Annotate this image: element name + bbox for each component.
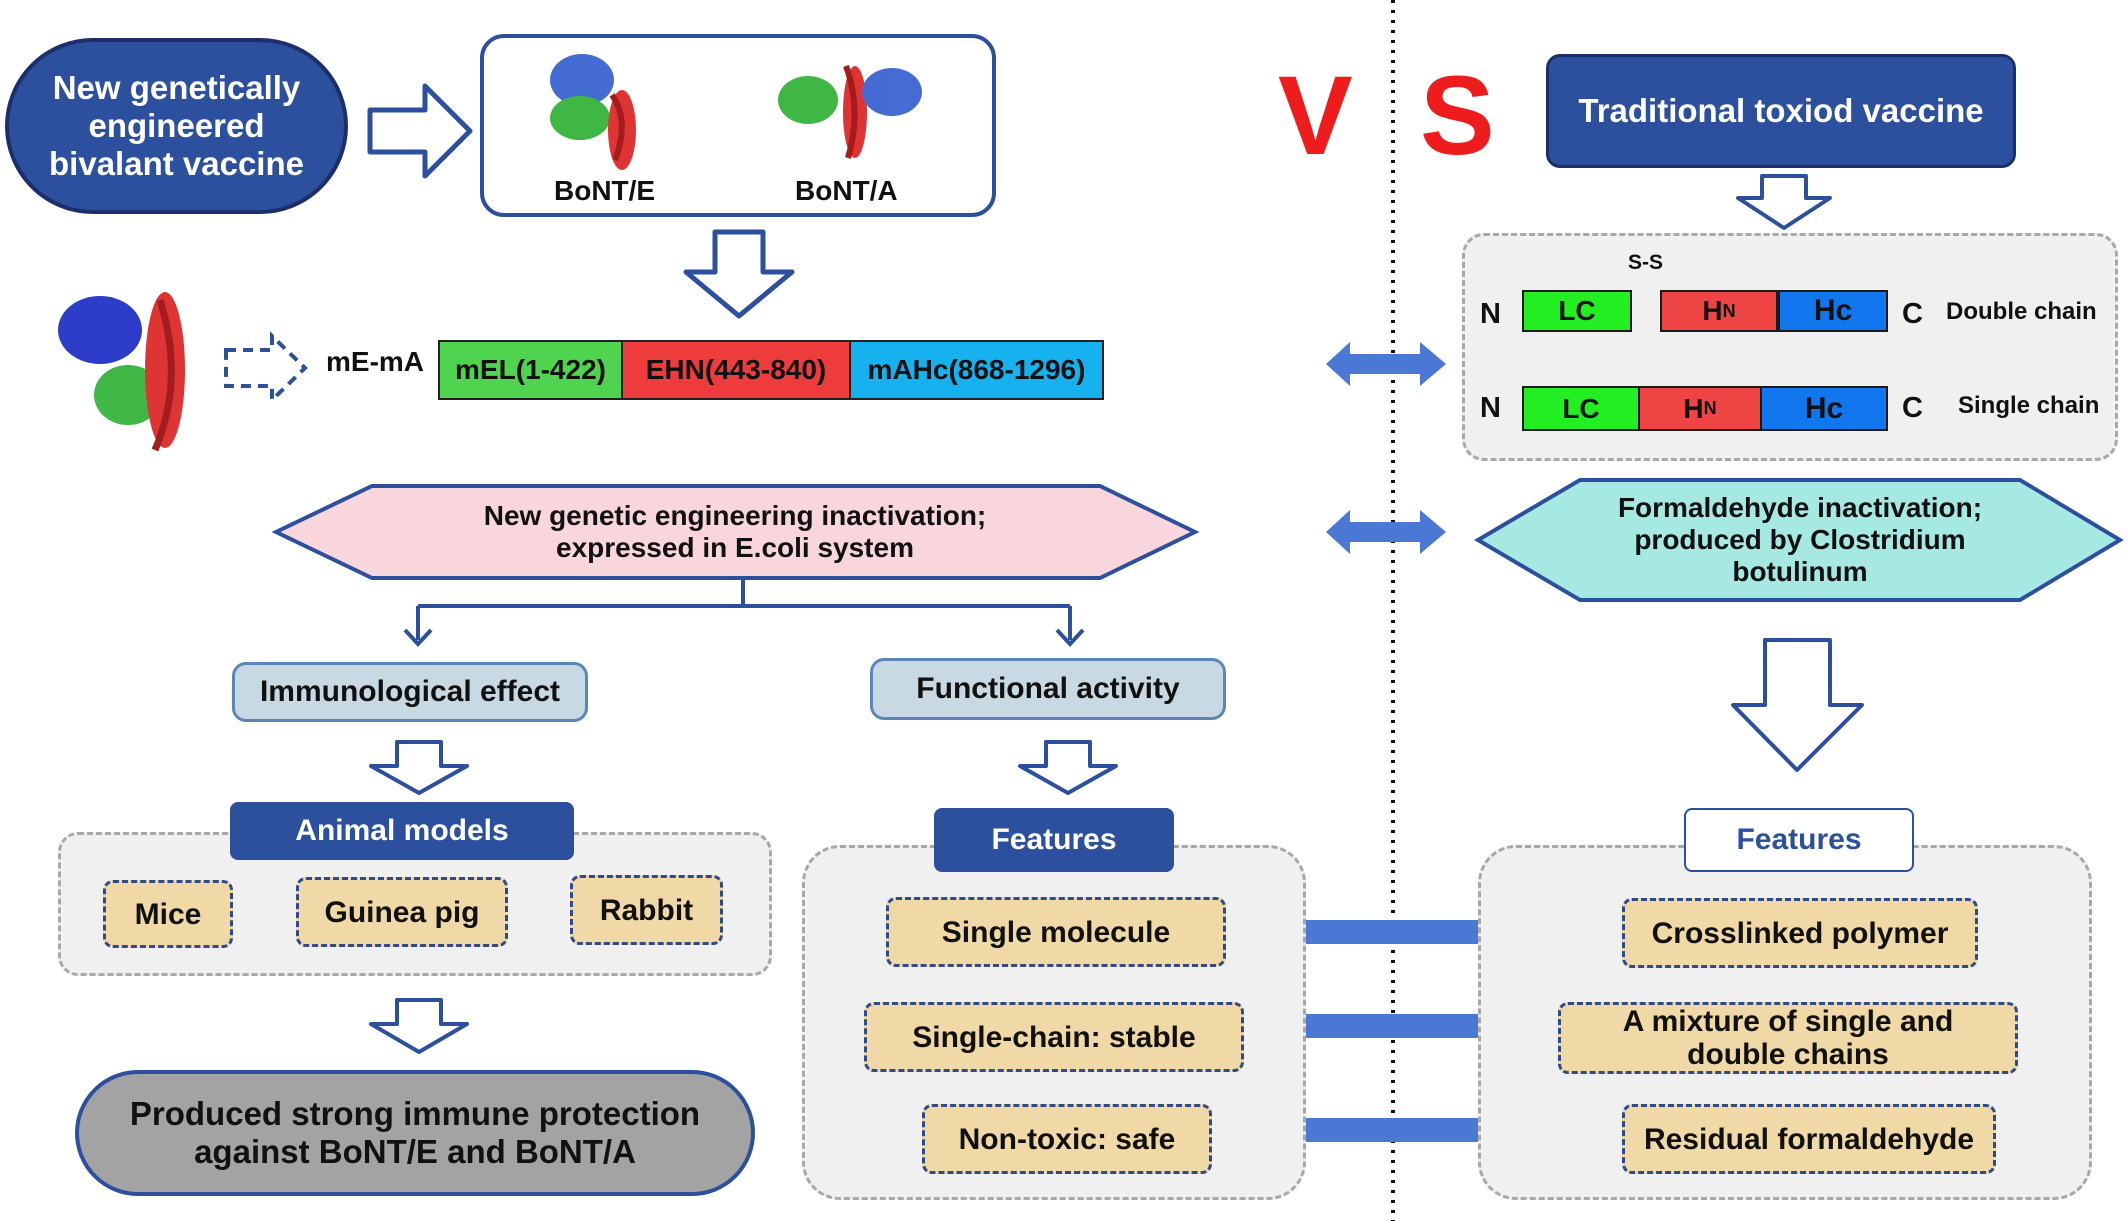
structure-icon-bont-a (778, 64, 922, 159)
double-arrow-inactivation (1326, 510, 1446, 554)
structure-icon-bont-e (550, 54, 636, 170)
double-arrow-feature-1 (1245, 906, 1560, 958)
single-chain-c: C (1902, 392, 1923, 424)
double-chain-label: Double chain (1946, 298, 2097, 325)
animal-mice: Mice (103, 880, 233, 948)
disulfide-label: S-S (1628, 251, 1664, 274)
inactivation-text-left: New genetic engineering inactivation; ex… (483, 499, 987, 563)
branch-arrowhead-left (403, 628, 433, 647)
feature-crosslinked-polymer: Crosslinked polymer (1622, 898, 1978, 968)
single-chain-n: N (1480, 392, 1501, 424)
hollow-arrow-right (367, 83, 473, 179)
vs-letter-s: S (1420, 53, 1495, 178)
dashed-arrow-right (224, 331, 308, 405)
double-chain-c: C (1902, 298, 1923, 330)
hollow-arrow-down (683, 229, 795, 319)
animal-guinea-pig: Guinea pig (296, 877, 508, 947)
segment-ehn: EHN(443-840) (623, 342, 851, 398)
double-arrow-feature-3 (1230, 1104, 1570, 1156)
traditional-vaccine-box: Traditional toxiod vaccine (1546, 54, 2016, 168)
double-chain-lc: LC (1522, 290, 1632, 332)
construct-bar: mEL(1-422) EHN(443-840) mAHc(868-1296) (438, 340, 1104, 400)
new-vaccine-pill: New genetically engineered bivalant vacc… (5, 38, 348, 214)
bont-a-label: BoNT/A (795, 175, 898, 206)
outcome-pill: Produced strong immune protection agains… (75, 1070, 755, 1196)
inactivation-hexagon-left (271, 484, 1200, 580)
features-header-left: Features (934, 808, 1174, 872)
toxin-structures-box (480, 34, 996, 217)
branch-arrowhead-right (1055, 628, 1085, 647)
features-header-right: Features (1684, 808, 1914, 872)
inactivation-text-right: Formaldehyde inactivation; produced by C… (1617, 491, 1983, 588)
hollow-arrow-down-large (1731, 638, 1864, 772)
segment-mel: mEL(1-422) (440, 342, 623, 398)
vs-letter-v: V (1278, 53, 1353, 178)
hollow-arrow-down-outcome (369, 998, 469, 1054)
feature-non-toxic-safe: Non-toxic: safe (922, 1104, 1212, 1174)
single-chain-label: Single chain (1958, 392, 2100, 419)
new-vaccine-label: New genetically engineered bivalant vacc… (49, 69, 304, 182)
animal-rabbit: Rabbit (570, 875, 723, 945)
feature-mixed-chains: A mixture of single and double chains (1558, 1002, 2018, 1074)
double-chain-n: N (1480, 298, 1501, 330)
single-chain-lc: LC (1522, 386, 1640, 431)
immunological-effect-box: Immunological effect (232, 662, 588, 722)
functional-activity-box: Functional activity (870, 658, 1226, 720)
feature-single-chain-stable: Single-chain: stable (864, 1002, 1244, 1072)
single-chain-hc: Hc (1760, 386, 1888, 431)
segment-mahc: mAHc(868-1296) (851, 342, 1102, 398)
construct-label: mE-mA (326, 346, 425, 377)
branch-connector (416, 578, 1072, 640)
double-chain-hc: Hc (1778, 290, 1888, 332)
structure-icon-construct (58, 292, 185, 452)
bont-e-label: BoNT/E (554, 175, 656, 206)
feature-residual-formaldehyde: Residual formaldehyde (1622, 1104, 1996, 1174)
hollow-arrow-down-immuno (369, 740, 469, 795)
inactivation-hexagon-right (1474, 478, 2124, 602)
double-arrow-feature-2 (1265, 1000, 1570, 1052)
double-arrow-chains (1326, 342, 1446, 386)
hollow-arrow-down-functional (1018, 740, 1118, 795)
hollow-arrow-down-traditional (1736, 174, 1832, 230)
animal-models-header: Animal models (230, 802, 574, 860)
feature-single-molecule: Single molecule (886, 897, 1226, 967)
